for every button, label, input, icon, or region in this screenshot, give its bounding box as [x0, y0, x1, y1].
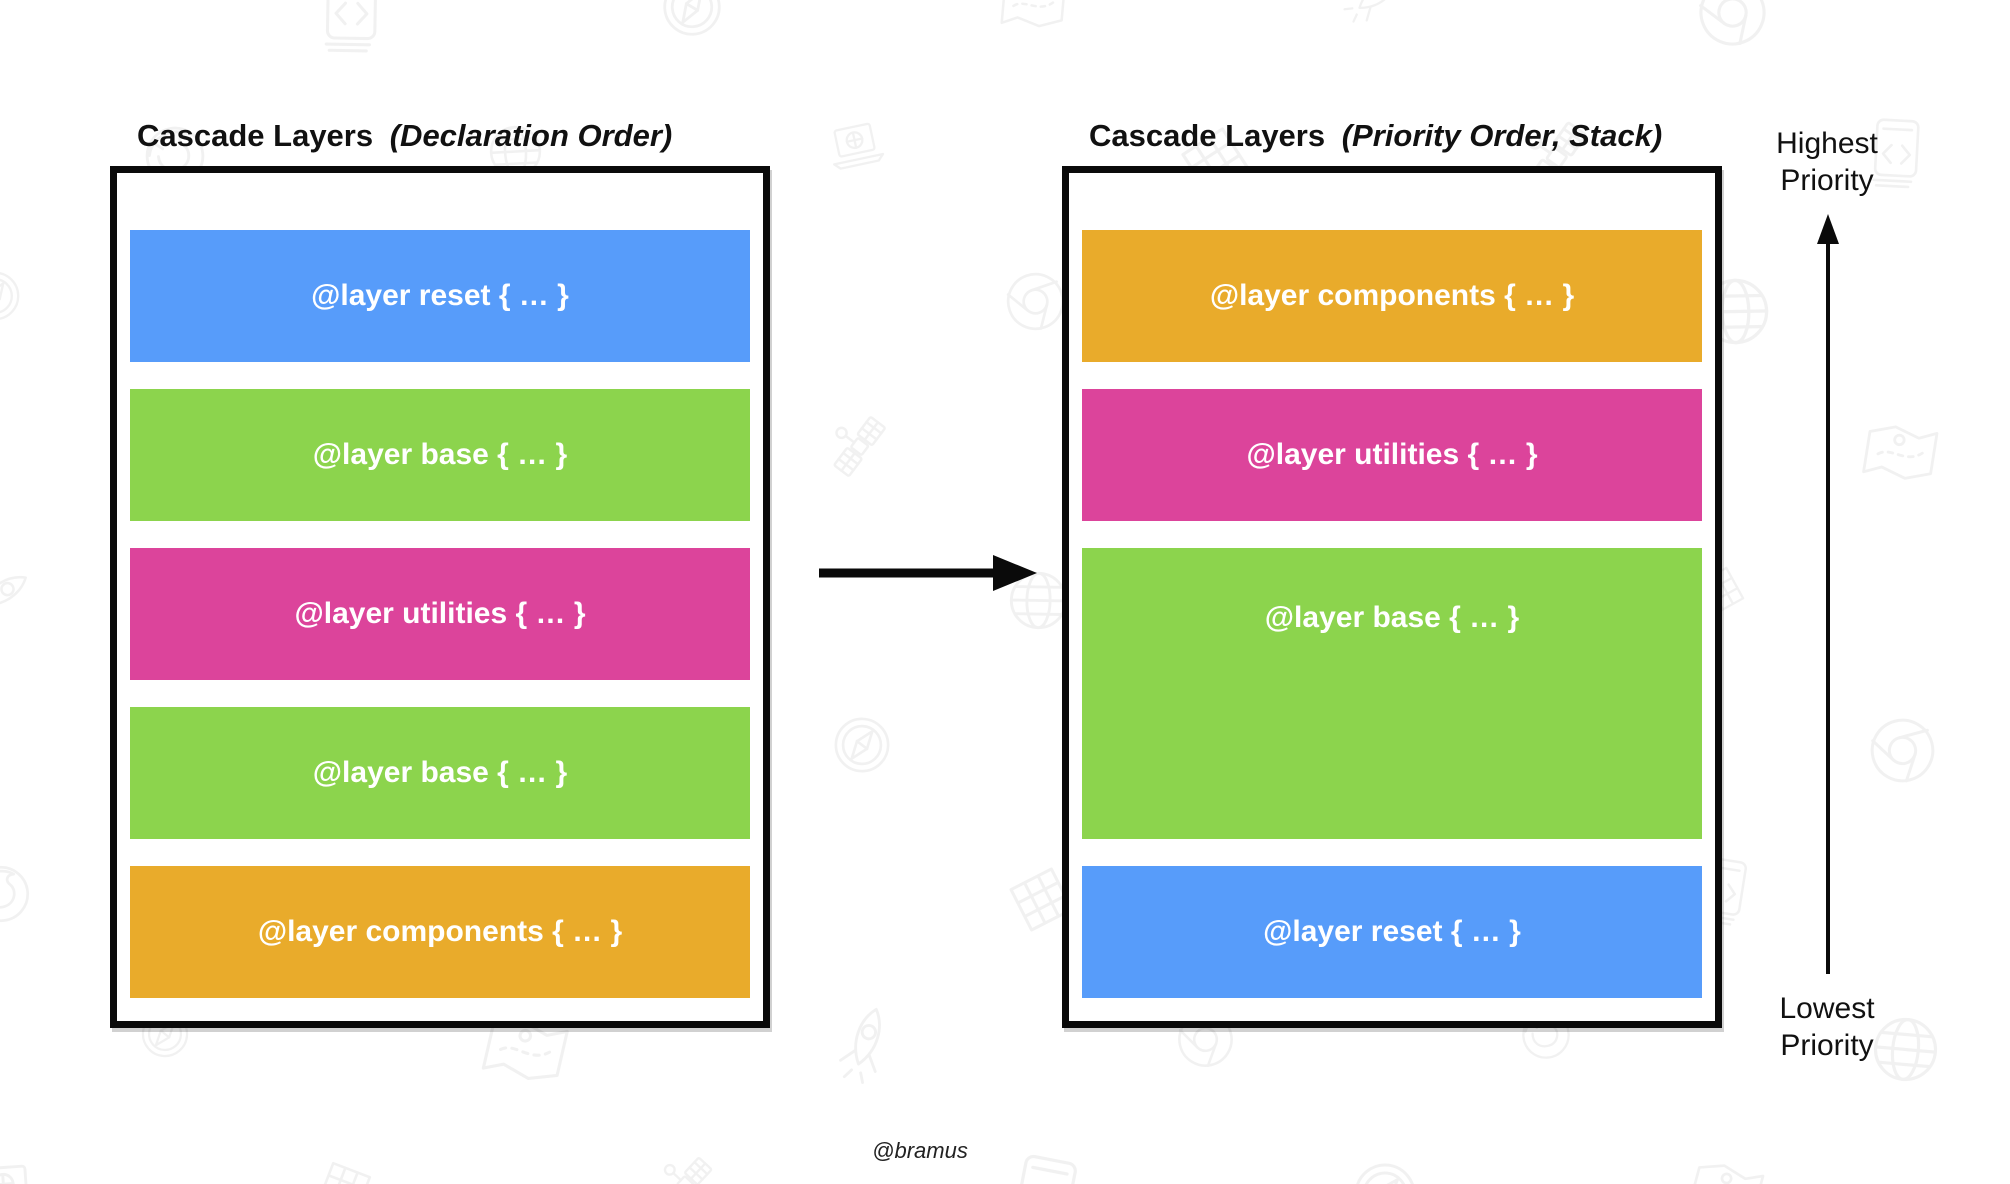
- layer-bar: @layer reset { … }: [130, 230, 750, 362]
- priority-axis-arrow-icon: [1817, 214, 1839, 974]
- layer-bar-label: @layer components { … }: [257, 915, 623, 948]
- waffle-grid-icon: [307, 1151, 382, 1184]
- left-panel-title-main: Cascade Layers: [137, 118, 374, 153]
- layer-bar-label: @layer base { … }: [312, 438, 568, 471]
- firefox-logo-icon: [0, 863, 32, 925]
- highest-priority-line1: Highest: [1776, 127, 1878, 160]
- layer-bar: @layer components { … }: [1082, 230, 1702, 362]
- priority-order-stack: @layer components { … } @layer utilities…: [1062, 166, 1722, 1028]
- right-panel-title-annotation: (Priority Order, Stack): [1341, 118, 1663, 153]
- declaration-order-stack: @layer reset { … } @layer base { … } @la…: [110, 166, 770, 1028]
- layer-bar: @layer base { … }: [130, 389, 750, 521]
- map-icon: [1000, 0, 1067, 30]
- highest-priority-label: Highest Priority: [1712, 125, 1942, 199]
- layer-bar: @layer base { … }: [130, 707, 750, 839]
- compass-icon: [833, 716, 891, 774]
- layer-bar-label: @layer components { … }: [1209, 279, 1575, 312]
- highest-priority-line2: Priority: [1780, 164, 1874, 197]
- laptop-icon: [0, 1149, 50, 1184]
- satellite-icon: [638, 1140, 720, 1184]
- map-icon: [1862, 421, 1939, 484]
- layer-bar: @layer reset { … }: [1082, 866, 1702, 998]
- chrome-logo-icon: [1690, 0, 1775, 55]
- layer-bar: @layer utilities { … }: [130, 548, 750, 680]
- layer-bar-label: @layer base { … }: [1264, 601, 1520, 634]
- rocket-icon: [813, 991, 917, 1098]
- left-panel-title-annotation: (Declaration Order): [389, 118, 673, 153]
- layer-bar-label: @layer base { … }: [312, 756, 568, 789]
- satellite-icon: [807, 397, 898, 485]
- compass-icon: [661, 0, 723, 38]
- right-panel-title: Cascade Layers (Priority Order, Stack): [1089, 118, 1662, 154]
- satellite-icon: [0, 0, 27, 33]
- lowest-priority-line2: Priority: [1780, 1029, 1874, 1062]
- lowest-priority-line1: Lowest: [1779, 992, 1875, 1025]
- compass-icon: [0, 270, 21, 322]
- rocket-icon: [1334, 0, 1411, 38]
- lowest-priority-label: Lowest Priority: [1712, 990, 1942, 1064]
- chrome-logo-icon: [1863, 711, 1942, 790]
- right-panel-title-main: Cascade Layers: [1089, 118, 1326, 153]
- layer-bar-label: @layer reset { … }: [1263, 915, 1521, 948]
- layer-bar: @layer base { … }: [1082, 548, 1702, 839]
- transform-arrow-icon: [819, 555, 1037, 591]
- credit-handle: @bramus: [872, 1138, 968, 1163]
- layer-bar-label: @layer reset { … }: [311, 279, 569, 312]
- map-icon: [1687, 1158, 1765, 1184]
- left-panel-title: Cascade Layers (Declaration Order): [137, 118, 672, 154]
- layer-bar: @layer components { … }: [130, 866, 750, 998]
- rocket-icon: [0, 549, 43, 642]
- layer-bar: @layer utilities { … }: [1082, 389, 1702, 521]
- html-file-icon: [307, 0, 395, 64]
- compass-icon: [1351, 1160, 1419, 1184]
- layer-bar-label: @layer utilities { … }: [294, 597, 586, 630]
- laptop-icon: [822, 115, 890, 176]
- layer-bar-label: @layer utilities { … }: [1246, 438, 1538, 471]
